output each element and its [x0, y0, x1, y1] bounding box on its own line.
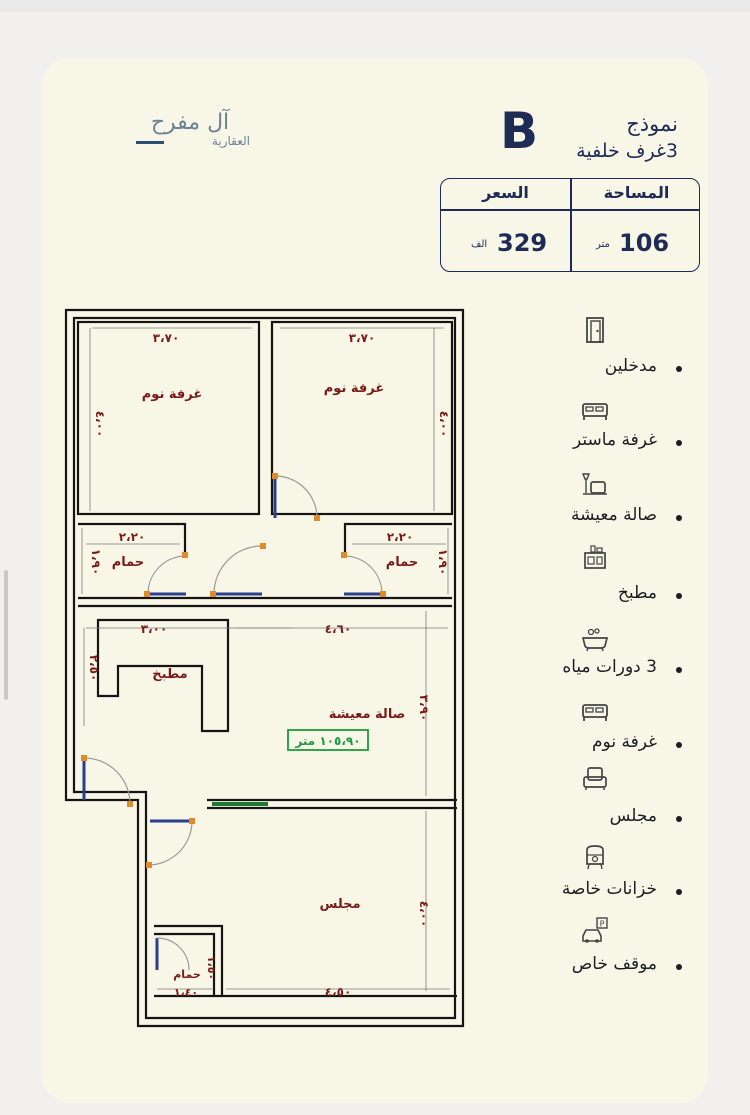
dim-small-bath-height: ١،٥٠ [205, 956, 218, 980]
feature-label: مدخلين [604, 356, 657, 376]
model-word: نموذج [626, 112, 678, 136]
doors [82, 475, 383, 971]
feature-label: خزانات خاصة [561, 879, 657, 899]
room-label-bedroom-left: غرفة نوم [142, 387, 202, 402]
door-jambs [81, 473, 386, 868]
feature-label: مطبخ [617, 583, 657, 603]
room-label-living: صالة معيشة [329, 707, 406, 722]
bullet-icon [676, 889, 682, 895]
room-label-majlis: مجلس [319, 897, 360, 912]
dimension-lines [81, 327, 450, 991]
room-label-kitchen: مطبخ [152, 667, 187, 682]
brand-logo-text: آل مفرح [150, 110, 230, 135]
bullet-icon [676, 816, 682, 822]
room-label-bath-left: حمام [112, 555, 145, 570]
dim-bath-left-height: ١،٩٠ [89, 549, 103, 576]
area-value: 106 [619, 229, 670, 257]
bathtub-icon [581, 628, 609, 652]
area-unit: متر [596, 239, 610, 250]
bullet-icon [676, 964, 682, 970]
model-letter: B [500, 102, 539, 160]
area-price-table: المساحة السعر 106 متر 329 الف [440, 178, 700, 272]
total-area-label: ١٠٥،٩٠ متر [294, 734, 360, 748]
feature-label: غرفة ماستر [573, 430, 657, 450]
kitchen-icon [584, 545, 606, 569]
price-value: 329 [497, 229, 548, 257]
dim-majlis-width: ٤،٥٠ [325, 985, 352, 999]
bullet-icon [676, 366, 682, 372]
dim-small-bath-width: ١،٤٠ [174, 986, 198, 999]
bullet-icon [676, 440, 682, 446]
dim-living-height: ٣،٩٠ [417, 695, 431, 722]
dim-bath-left-width: ٢،٢٠ [119, 530, 146, 544]
bullet-icon [676, 515, 682, 521]
water-tank-icon [586, 845, 604, 870]
feature-label: موقف خاص [571, 954, 657, 974]
armchair-icon [583, 767, 607, 790]
dim-kitchen-height: ٢،٥٠ [87, 655, 101, 682]
dim-bedroom-left-width: ٣،٧٠ [153, 331, 180, 345]
bed-icon [582, 403, 608, 420]
room-label-bedroom-right: غرفة نوم [324, 381, 384, 396]
dim-bedroom-right-width: ٣،٧٠ [349, 331, 376, 345]
room-labels: غرفة نوم غرفة نوم حمام حمام مطبخ صالة مع… [112, 381, 419, 981]
total-area-badge: ١٠٥،٩٠ متر [287, 729, 369, 751]
top-bar [0, 0, 750, 12]
model-rooms: 3غرف خلفية [576, 140, 678, 162]
table-divider [570, 179, 572, 271]
price-label: السعر [482, 183, 529, 202]
brand-logo-subtitle: العقارية [211, 134, 250, 148]
parking-icon: P [582, 917, 608, 943]
bed-icon [582, 704, 608, 721]
dim-bath-right-height: ١،٩٠ [436, 549, 450, 576]
dim-majlis-height: ٤،٠٠ [417, 901, 431, 928]
svg-text:P: P [600, 920, 605, 929]
scrollbar-thumb[interactable] [4, 570, 8, 700]
dim-living-width: ٤،٦٠ [325, 622, 352, 636]
room-label-bath-right: حمام [386, 555, 419, 570]
dim-bath-right-width: ٢،٢٠ [387, 530, 414, 544]
feature-label: مجلس [609, 806, 657, 826]
dim-kitchen-width: ٣،٠٠ [141, 622, 168, 636]
bullet-icon [676, 667, 682, 673]
listing-card [42, 58, 708, 1103]
area-label: المساحة [603, 183, 670, 202]
dim-bedroom-right-height: ٤،٠٠ [437, 411, 451, 438]
dim-bedroom-left-height: ٤،٠٠ [93, 411, 107, 438]
walls [64, 308, 465, 1028]
price-unit: الف [471, 239, 488, 250]
feature-label: صالة معيشة [570, 505, 657, 525]
feature-label: 3 دورات مياه [562, 657, 657, 677]
floor-plan: غرفة نوم غرفة نوم حمام حمام مطبخ صالة مع… [64, 308, 465, 1028]
brand-logo-line [136, 141, 164, 144]
bullet-icon [676, 593, 682, 599]
lamp-chair-icon [581, 473, 607, 495]
bullet-icon [676, 742, 682, 748]
dimension-labels: ٣،٧٠ ٣،٧٠ ٤،٠٠ ٤،٠٠ ٢،٢٠ ٢،٢٠ ١،٩٠ ١،٩٠ … [87, 331, 451, 999]
room-label-bath-small: حمام [173, 968, 201, 981]
feature-label: غرفة نوم [592, 732, 657, 752]
door-icon [586, 317, 604, 343]
